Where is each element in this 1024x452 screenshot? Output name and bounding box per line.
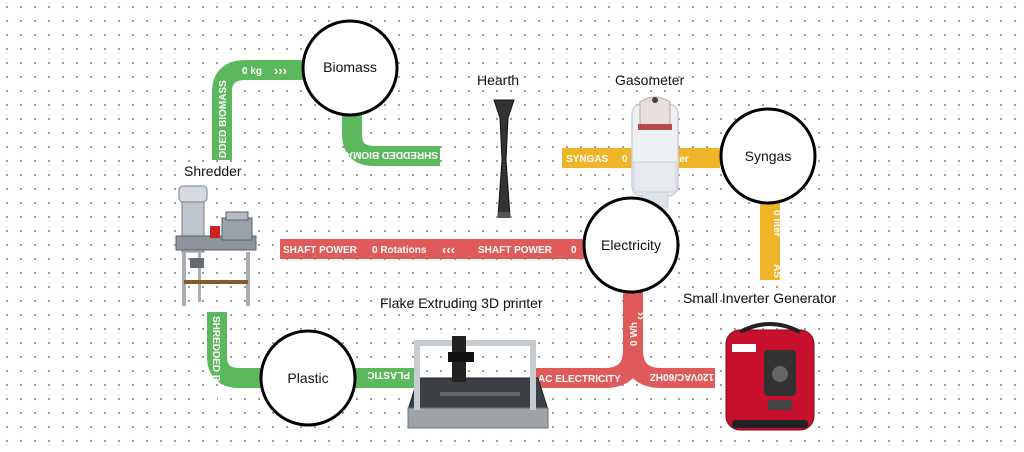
flow-label-shaft-power-right: SHAFT POWER bbox=[478, 245, 553, 256]
flow-label-syngas-down-amount: 0 liter bbox=[771, 210, 782, 237]
printer-illustration[interactable] bbox=[407, 336, 549, 429]
flow-ac-electricity[interactable] bbox=[536, 290, 643, 388]
gasometer-label: Gasometer bbox=[615, 72, 685, 88]
flow-label-shredded-plastic: SHREDDED PLASTI bbox=[210, 316, 221, 411]
flow-shredded-plastic[interactable] bbox=[207, 312, 266, 388]
flow-label-elec-arrows: ›› bbox=[634, 312, 648, 320]
flow-label-ac-electricity: AC ELECTRICITY bbox=[538, 374, 621, 385]
flow-label-shaft-tail: 0 bbox=[571, 245, 577, 256]
node-syngas[interactable]: Syngas bbox=[719, 107, 817, 205]
flow-label-syngas-unit-tail: ter bbox=[676, 154, 689, 165]
shredder-illustration[interactable] bbox=[175, 185, 257, 306]
flow-label-shaft-arrows: ‹‹‹ bbox=[442, 242, 455, 257]
flow-label-elec-amount: 0 Wh bbox=[629, 322, 640, 346]
flow-label-syngas-amount: 0 bbox=[622, 154, 628, 165]
flow-shaft-power[interactable] bbox=[280, 239, 592, 259]
flow-label-plastic-to-printer: PLASTIC bbox=[367, 369, 410, 380]
flow-label-shredded-biomass-left: DDED BIOMASS bbox=[218, 80, 229, 158]
flow-label-biomass-amount: 0 kg bbox=[242, 66, 262, 77]
gasometer-illustration[interactable] bbox=[631, 96, 679, 209]
printer-label: Flake Extruding 3D printer bbox=[380, 295, 543, 311]
hearth-label: Hearth bbox=[477, 72, 520, 88]
flow-label-shaft-amount: 0 Rotations bbox=[372, 245, 427, 256]
node-electricity-label: Electricity bbox=[601, 237, 661, 253]
flow-label-syngas: SYNGAS bbox=[566, 154, 609, 165]
flow-label-shredded-biomass-right: SHREDDED BIOMASS bbox=[332, 149, 438, 160]
node-plastic[interactable]: Plastic bbox=[259, 329, 357, 427]
shredder-label: Shredder bbox=[184, 163, 242, 179]
node-biomass[interactable]: Biomass bbox=[301, 19, 399, 117]
node-electricity[interactable]: Electricity bbox=[582, 196, 680, 294]
generator-illustration[interactable] bbox=[725, 322, 815, 431]
flow-plastic-to-printer[interactable] bbox=[352, 368, 416, 388]
flow-label-biomass-arrows: ››› bbox=[274, 63, 287, 78]
flow-label-syngas-down-tail: AS bbox=[771, 264, 782, 278]
node-syngas-label: Syngas bbox=[745, 148, 792, 164]
hearth-illustration[interactable] bbox=[493, 99, 515, 218]
node-biomass-label: Biomass bbox=[323, 59, 377, 75]
flow-syngas-down[interactable] bbox=[760, 200, 780, 280]
flow-label-shaft-power-left: SHAFT POWER bbox=[283, 245, 358, 256]
flow-label-voltage: 120VAC/60HZ bbox=[650, 371, 714, 382]
generator-label: Small Inverter Generator bbox=[683, 290, 837, 306]
flow-shredded-biomass-out[interactable] bbox=[342, 110, 440, 166]
flow-shredded-biomass-in[interactable] bbox=[212, 60, 315, 160]
node-plastic-label: Plastic bbox=[287, 370, 328, 386]
flow-voltage[interactable] bbox=[623, 349, 715, 388]
